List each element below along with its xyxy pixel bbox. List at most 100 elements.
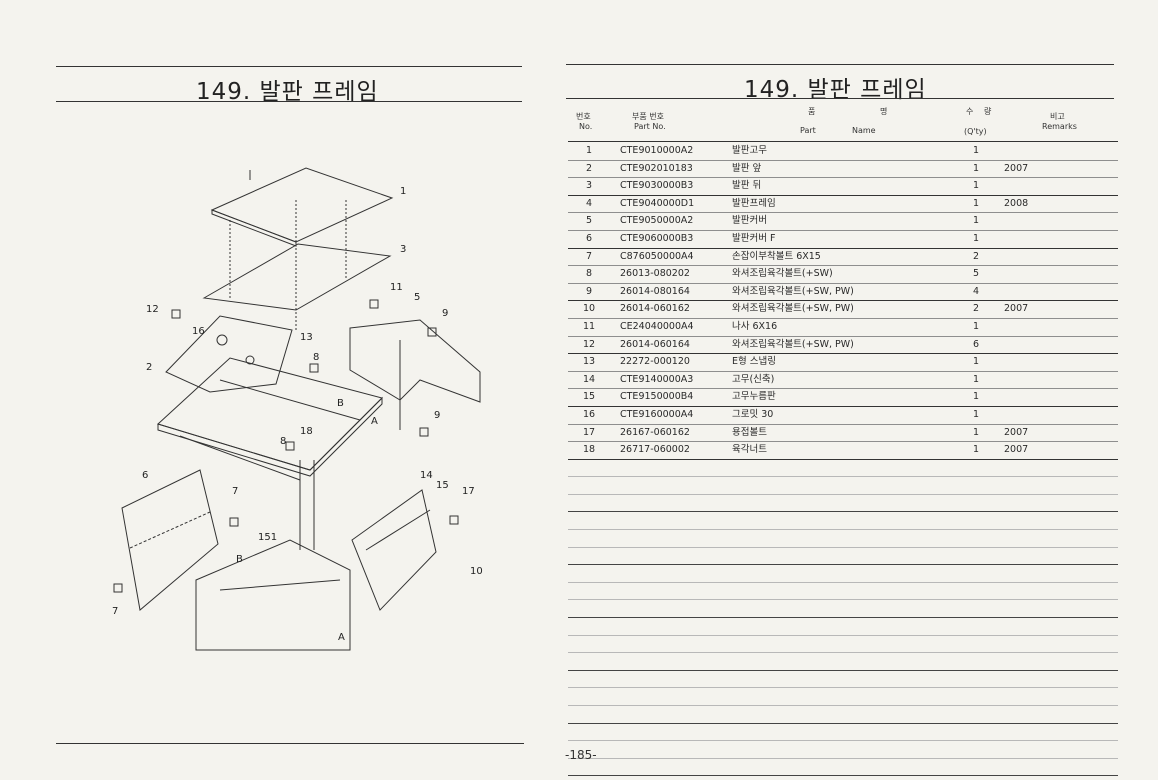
diagram-drawing: [113, 167, 481, 651]
callout-2: 2: [146, 362, 153, 373]
right-page: 149. 발판 프레임 번호 No. 부품 번호 Part No. 품 명 Pa…: [560, 0, 1158, 780]
row-qty: 6: [972, 338, 980, 350]
row-part-no: CTE9010000A2: [620, 145, 694, 156]
row-qty: 4: [972, 285, 980, 297]
row-no: 5: [585, 215, 593, 227]
row-no: 17: [582, 426, 596, 438]
row-no: 8: [585, 268, 593, 280]
row-no: 18: [582, 444, 596, 456]
row-name: 발판 뒤: [732, 180, 762, 192]
row-name: 나사 6X16: [732, 320, 778, 332]
row-qty: 1: [972, 180, 980, 192]
row-name: 와셔조립육각볼트(+SW, PW): [732, 338, 854, 350]
callout-17: 17: [462, 486, 475, 497]
left-footer-rule: [56, 743, 524, 744]
left-page: 149. 발판 프레임: [0, 0, 560, 780]
right-title-rule-top: [566, 64, 1114, 65]
row-part-no: CTE9150000B4: [620, 391, 694, 403]
row-name: 발판커버: [732, 215, 767, 227]
row-no: 7: [585, 250, 593, 262]
cover-part-6: [121, 469, 219, 611]
row-remarks: 2007: [1004, 303, 1029, 315]
blank-row: [568, 460, 1118, 478]
row-qty: 1: [972, 408, 980, 420]
callout-14: 14: [420, 470, 433, 481]
row-remarks: 2008: [1004, 197, 1029, 209]
row-qty: 1: [972, 162, 980, 174]
row-name: 발판프레임: [732, 197, 776, 209]
row-name: 고무(신축): [732, 373, 775, 385]
callout-1: 1: [400, 186, 407, 197]
row-qty: 2: [972, 250, 980, 262]
blank-row: [568, 495, 1118, 513]
page-number: -185-: [565, 748, 597, 762]
header-no-en: No.: [579, 122, 593, 131]
row-no: 4: [585, 197, 593, 209]
blank-row: [568, 583, 1118, 601]
header-no-kr: 번호: [576, 112, 591, 121]
row-no: 6: [585, 232, 593, 244]
plate-part-2: [165, 315, 293, 393]
mat-part-1: [210, 167, 394, 243]
left-title-rule-top: [56, 66, 522, 67]
callout-9: 9: [442, 308, 449, 319]
left-page-title: 149. 발판 프레임: [196, 79, 379, 105]
header-name-en-2: Name: [852, 126, 876, 135]
callout-13: 13: [300, 332, 313, 343]
row-name: 용접볼트: [732, 426, 767, 438]
callout-B-upper: B: [337, 398, 344, 409]
table-row: 5 CTE9050000A2 발판커버 1: [568, 213, 1118, 231]
callout-7b: 7: [112, 606, 119, 617]
blank-row: [568, 618, 1118, 636]
row-part-no: CTE9140000A3: [620, 373, 694, 385]
row-name: 발판 앞: [732, 162, 762, 174]
plate-part-10: [351, 489, 437, 611]
plate-part-3: [202, 243, 392, 311]
header-remarks-kr: 비고: [1050, 112, 1065, 121]
row-qty: 1: [972, 215, 980, 227]
row-qty: 1: [972, 426, 980, 438]
blank-row: [568, 512, 1118, 531]
callout-9b: 9: [434, 410, 441, 421]
right-title-rule-bottom: [566, 98, 1114, 99]
blank-row: [568, 741, 1118, 759]
row-part-no: CE24040000A4: [620, 320, 694, 332]
header-part-en: Part No.: [634, 122, 666, 131]
header-qty-en: (Q'ty): [964, 127, 987, 136]
callout-11: 11: [390, 282, 403, 293]
row-qty: 1: [972, 145, 980, 156]
row-part-no: 26014-060162: [620, 303, 690, 315]
blank-row: [568, 688, 1118, 706]
blank-row: [568, 600, 1118, 619]
blank-row: [568, 759, 1118, 777]
callout-6: 6: [142, 470, 149, 481]
row-qty: 1: [972, 232, 980, 244]
callout-16: 16: [192, 326, 205, 337]
callout-8: 8: [313, 352, 320, 363]
row-no: 12: [582, 338, 596, 350]
cover-part-5: [349, 319, 481, 403]
row-part-no: 26014-060164: [620, 338, 690, 350]
parts-table-header: 번호 No. 부품 번호 Part No. 품 명 Part Name 수 량 …: [568, 103, 1118, 143]
row-part-no: CTE9050000A2: [620, 215, 694, 227]
callout-A-upper: A: [371, 416, 378, 427]
row-name: 육각너트: [732, 444, 767, 456]
row-qty: 1: [972, 373, 980, 385]
row-part-no: CTE9030000B3: [620, 180, 694, 192]
row-name: 와셔조립육각볼트(+SW, PW): [732, 285, 854, 297]
row-name: E형 스냅링: [732, 356, 776, 368]
callout-15: 15: [436, 480, 449, 491]
row-name: 발판커버 F: [732, 232, 776, 244]
row-part-no: CTE9040000D1: [620, 197, 695, 209]
header-name-en-1: Part: [800, 126, 816, 135]
